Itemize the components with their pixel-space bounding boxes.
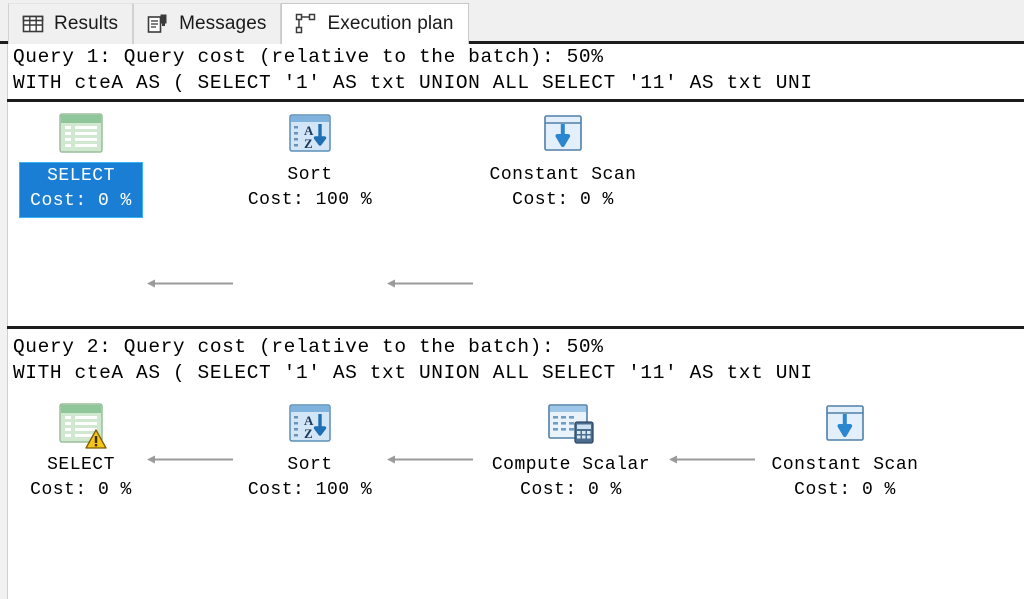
svg-text:A: A: [304, 413, 314, 428]
plan-scroll-area[interactable]: Query 1: Query cost (relative to the bat…: [0, 44, 1024, 599]
connector-sort-to-select-1: [147, 278, 233, 289]
plan-node-constant-scan-1[interactable]: Constant Scan Cost: 0 %: [473, 108, 653, 213]
plan-node-select-1-label: SELECT: [30, 164, 132, 189]
sort-az-icon: A Z: [233, 398, 387, 450]
plan-node-sort-1-cost: Cost: 100 %: [247, 190, 373, 210]
svg-text:Z: Z: [304, 426, 313, 441]
tab-results-label: Results: [54, 12, 119, 34]
plan-node-sort-2-cost: Cost: 100 %: [247, 480, 373, 500]
connector-constant-scan-to-compute-scalar-2: [669, 454, 755, 465]
plan-graph-2: SELECT Cost: 0 %: [7, 398, 1024, 566]
plan-node-sort-1[interactable]: A Z Sort Cost: 100 %: [233, 108, 387, 213]
plan-node-select-2-cost: Cost: 0 %: [30, 480, 132, 500]
plan-node-constant-scan-2-label: Constant Scan: [771, 455, 919, 475]
plan-graph-1: SELECT Cost: 0 %: [7, 102, 1024, 326]
grid-icon: [21, 12, 45, 36]
constant-scan-icon: [473, 108, 653, 160]
plan-node-select-2[interactable]: SELECT Cost: 0 %: [15, 398, 147, 503]
plan-node-compute-scalar-2[interactable]: Compute Scalar Cost: 0 %: [473, 398, 669, 503]
query-2-top-divider: [7, 326, 1024, 329]
sort-az-icon: A Z: [233, 108, 387, 160]
plan-node-constant-scan-1-cost: Cost: 0 %: [512, 190, 614, 210]
warning-triangle-icon: [85, 429, 107, 449]
compute-scalar-icon: [473, 398, 669, 450]
svg-text:A: A: [304, 123, 314, 138]
results-tabstrip: Results Messages: [0, 0, 1024, 44]
plan-node-compute-scalar-2-label: Compute Scalar: [491, 455, 651, 475]
plan-tree-icon: [294, 12, 318, 36]
plan-node-compute-scalar-2-cost: Cost: 0 %: [520, 480, 622, 500]
connector-sort-to-select-2: [147, 454, 233, 465]
plan-node-constant-scan-1-label: Constant Scan: [489, 165, 637, 185]
query-1-sql: WITH cteA AS ( SELECT '1' AS txt UNION A…: [13, 72, 813, 94]
plan-node-sort-2-label: Sort: [287, 455, 333, 475]
tab-results[interactable]: Results: [8, 3, 134, 44]
plan-node-sort-1-label: Sort: [287, 165, 333, 185]
plan-node-select-2-label: SELECT: [47, 455, 115, 475]
query-1-header: Query 1: Query cost (relative to the bat…: [13, 46, 604, 68]
plan-node-constant-scan-2-cost: Cost: 0 %: [794, 480, 896, 500]
constant-scan-icon: [755, 398, 935, 450]
query-panel-2: Query 2: Query cost (relative to the bat…: [7, 326, 1024, 566]
svg-text:Z: Z: [304, 136, 313, 151]
tab-messages[interactable]: Messages: [133, 3, 282, 44]
tab-execution-plan-label: Execution plan: [327, 12, 454, 34]
query-1-divider: [7, 99, 1024, 102]
plan-node-select-1[interactable]: SELECT Cost: 0 %: [15, 108, 147, 218]
select-result-icon: [15, 398, 147, 450]
plan-node-constant-scan-2[interactable]: Constant Scan Cost: 0 %: [755, 398, 935, 503]
query-panel-1: Query 1: Query cost (relative to the bat…: [7, 44, 1024, 326]
plan-node-select-1-cost: Cost: 0 %: [30, 189, 132, 214]
connector-constant-scan-to-sort-1: [387, 278, 473, 289]
query-2-sql: WITH cteA AS ( SELECT '1' AS txt UNION A…: [13, 362, 813, 384]
query-2-header: Query 2: Query cost (relative to the bat…: [13, 336, 604, 358]
tab-messages-label: Messages: [179, 12, 267, 34]
plan-node-sort-2[interactable]: A Z Sort Cost: 100 %: [233, 398, 387, 503]
connector-compute-scalar-to-sort-2: [387, 454, 473, 465]
document-icon: [146, 12, 170, 36]
tab-execution-plan[interactable]: Execution plan: [281, 3, 469, 44]
select-result-icon: [15, 108, 147, 160]
